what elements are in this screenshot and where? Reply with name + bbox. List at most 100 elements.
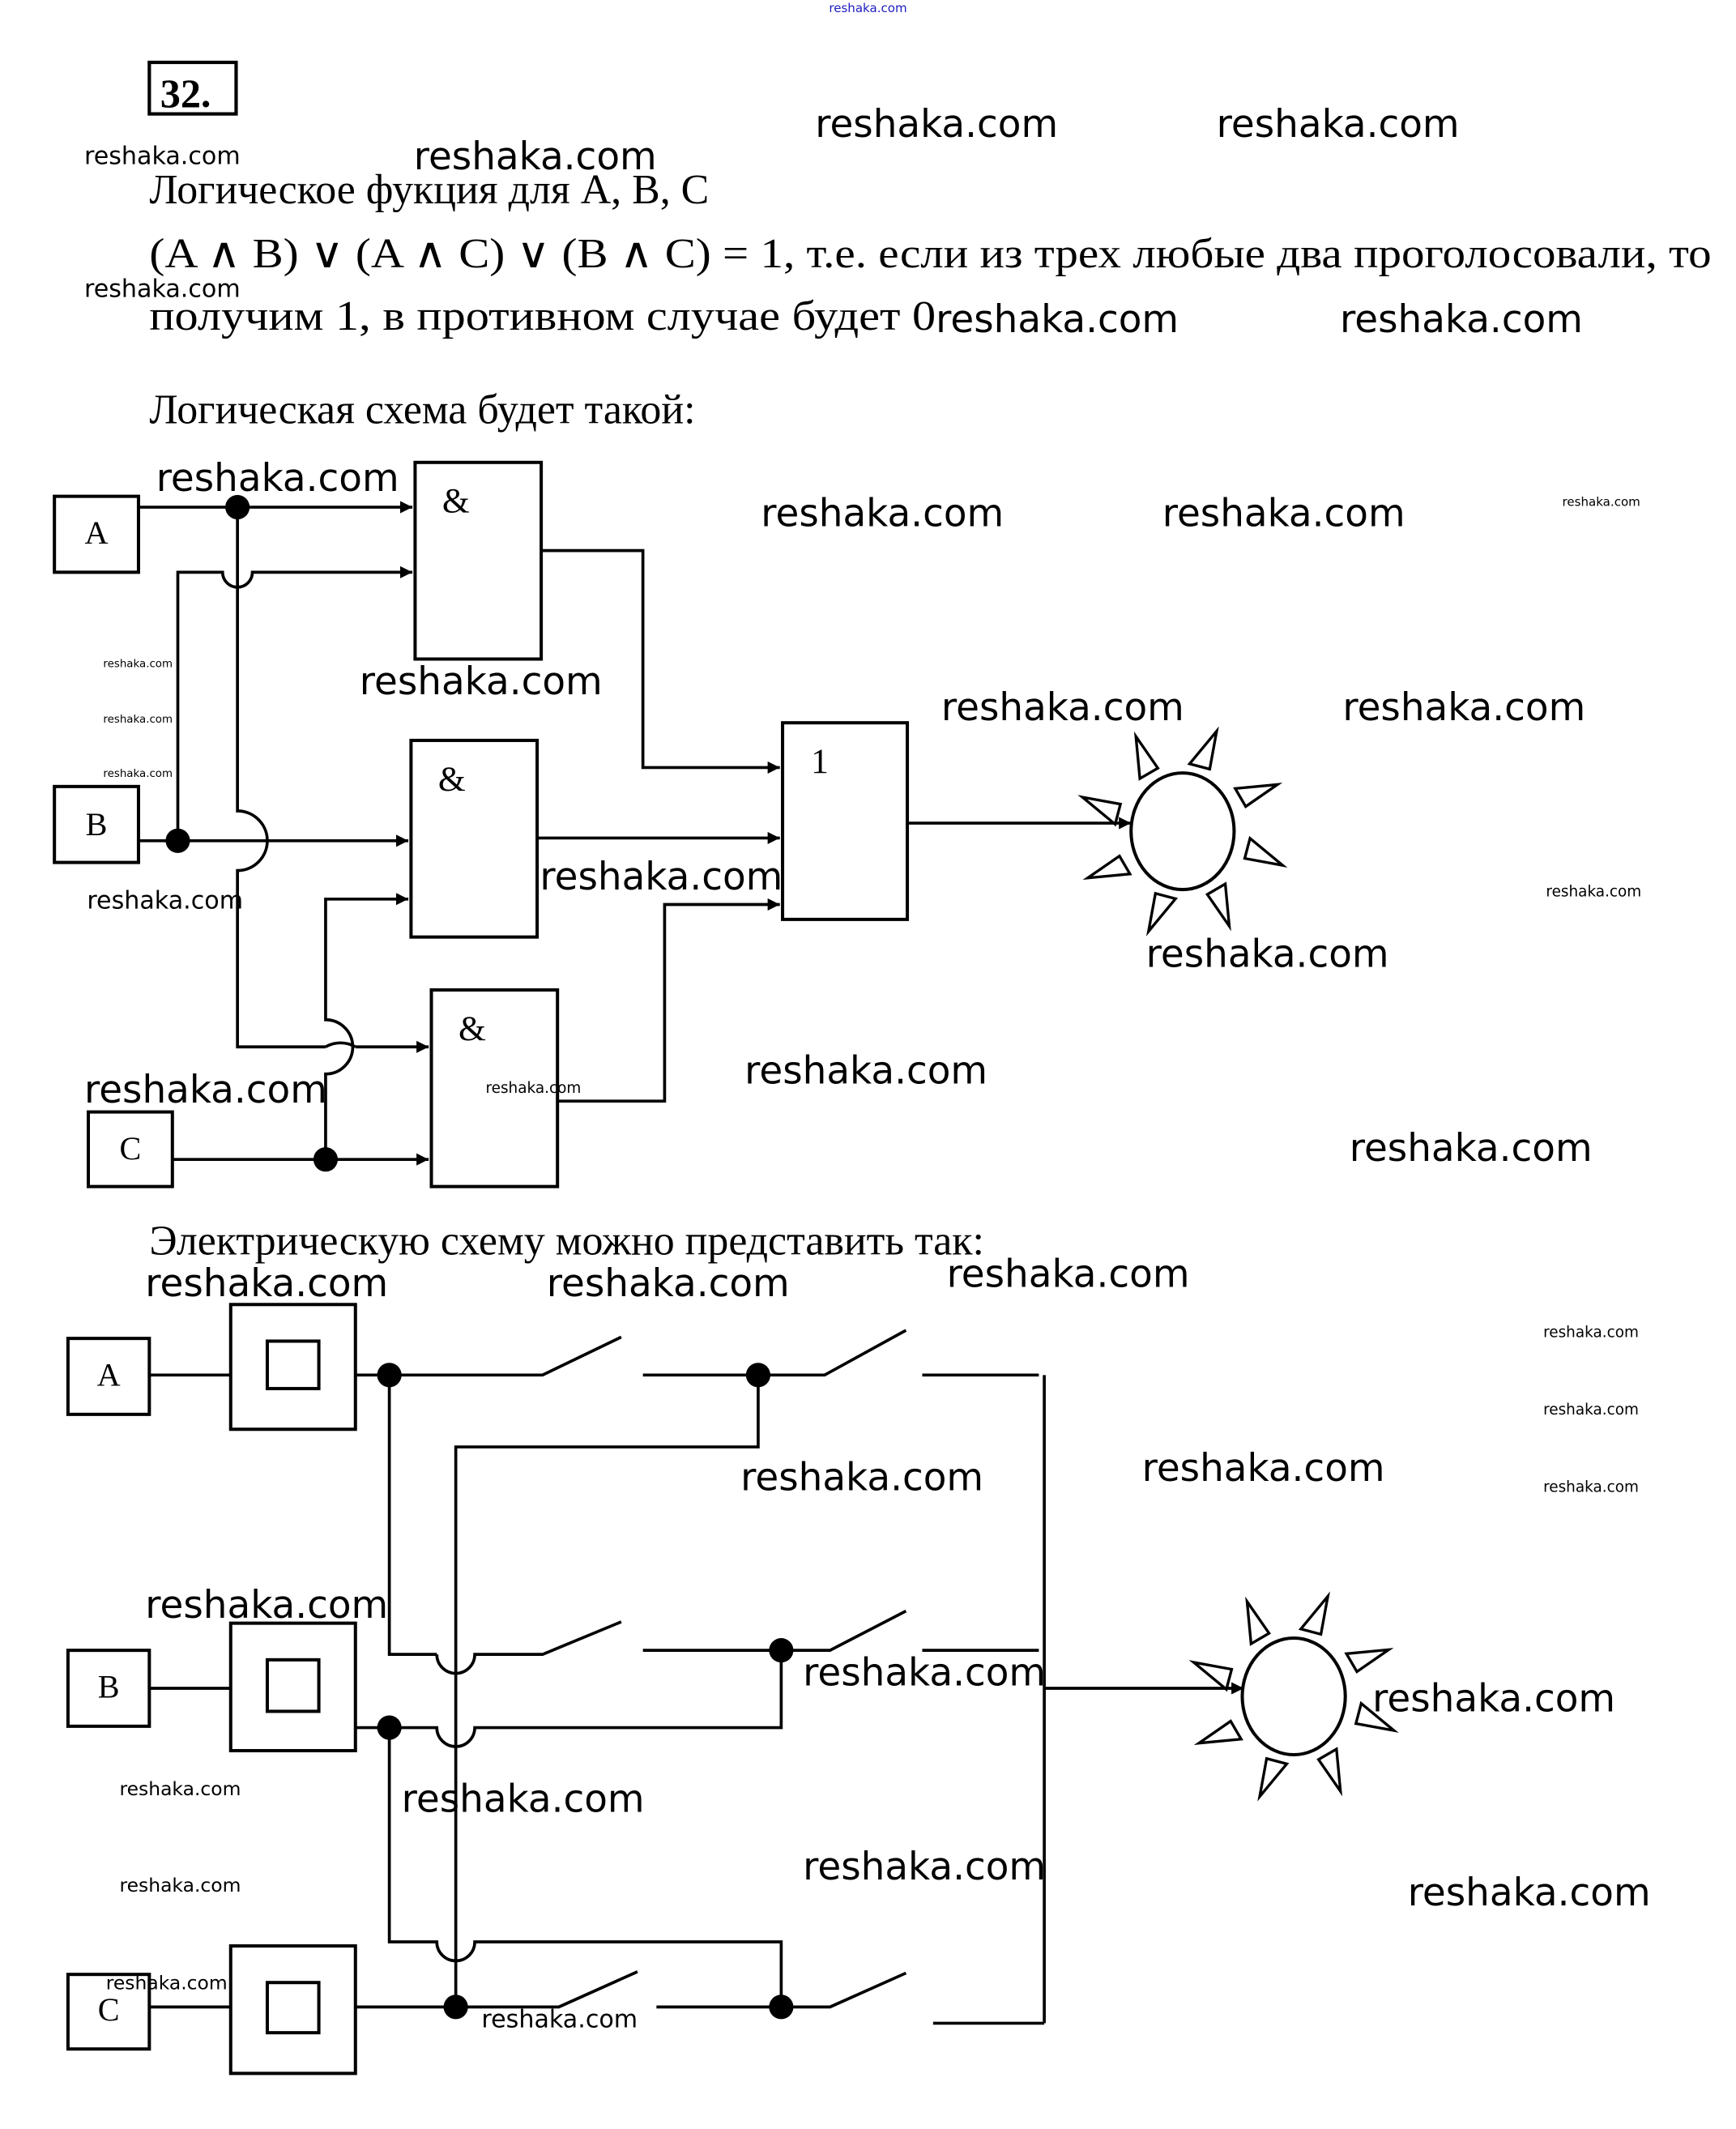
logic-input-a: A bbox=[53, 494, 140, 574]
junction-dot bbox=[769, 1638, 794, 1663]
problem-number: 32. bbox=[147, 60, 238, 116]
electric-input-c: C bbox=[66, 1973, 151, 2051]
logic-wires bbox=[138, 501, 1132, 1166]
watermark-text: reshaka.com bbox=[740, 1457, 983, 1500]
lamp-ray bbox=[1133, 731, 1160, 781]
watermark-text: reshaka.com bbox=[84, 143, 241, 171]
electric-input-c-label: C bbox=[98, 1991, 120, 2028]
lamp-ray bbox=[1193, 1719, 1243, 1745]
watermark-text: reshaka.com bbox=[744, 1049, 987, 1093]
logic-input-b: B bbox=[53, 784, 140, 864]
watermark-text: reshaka.com bbox=[761, 492, 1004, 535]
lamp-ray bbox=[1298, 1591, 1330, 1636]
logic-diagram: A B C & & & 1 bbox=[53, 460, 1288, 1188]
problem-number-text: 32. bbox=[160, 70, 211, 116]
and-gate-3: & bbox=[429, 988, 560, 1188]
watermark-text: reshaka.com bbox=[947, 1253, 1190, 1297]
watermark-text: reshaka.com bbox=[481, 2005, 638, 2033]
watermark-text: reshaka.com bbox=[145, 1584, 388, 1628]
watermark-text: reshaka.com bbox=[103, 659, 173, 671]
junction-dot bbox=[313, 1147, 339, 1172]
logic-heading: Логическая схема будет такой: bbox=[149, 386, 695, 433]
watermark-text: reshaka.com bbox=[1217, 103, 1460, 147]
watermark-text: reshaka.com bbox=[106, 1972, 228, 1995]
and-gate-3-label: & bbox=[459, 1009, 486, 1048]
junction-dot bbox=[165, 828, 190, 853]
text-line-1: Логическое фукция для A, B, C bbox=[149, 167, 709, 213]
watermark-text: reshaka.com bbox=[1142, 1447, 1385, 1491]
and-gate-1-label: & bbox=[442, 482, 470, 521]
problem-number-box bbox=[147, 60, 238, 116]
watermark-text: reshaka.com bbox=[145, 1262, 388, 1306]
watermark-text: reshaka.com bbox=[84, 275, 241, 304]
logic-input-b-label: B bbox=[86, 806, 108, 843]
watermark-text: reshaka.com bbox=[1340, 298, 1583, 342]
lamp-ray bbox=[1082, 854, 1132, 881]
electric-input-a: A bbox=[66, 1337, 151, 1416]
relay-b bbox=[228, 1621, 357, 1752]
or-gate-label: 1 bbox=[811, 742, 829, 781]
text-line-3: получим 1, в противном случае будет 0 bbox=[149, 293, 936, 339]
watermark-text: reshaka.com bbox=[402, 1777, 645, 1821]
lamp-ray bbox=[1257, 1756, 1290, 1802]
lamp-ray bbox=[1145, 891, 1179, 937]
top-watermark: reshaka.com bbox=[829, 1, 906, 15]
watermark-text: reshaka.com bbox=[103, 714, 173, 726]
watermark-text: reshaka.com bbox=[1408, 1871, 1651, 1915]
watermark-text: reshaka.com bbox=[103, 768, 173, 780]
watermark-text: reshaka.com bbox=[941, 686, 1184, 730]
watermark-text: reshaka.com bbox=[156, 457, 399, 501]
watermark-text: reshaka.com bbox=[1543, 1478, 1639, 1495]
lamp-ray bbox=[1344, 1648, 1394, 1674]
watermark-text: reshaka.com bbox=[1146, 932, 1389, 976]
watermark-text: reshaka.com bbox=[84, 1069, 327, 1112]
lamp-icon bbox=[1077, 726, 1288, 937]
watermark-text: reshaka.com bbox=[803, 1845, 1046, 1889]
junction-dot bbox=[377, 1715, 402, 1740]
watermark-text: reshaka.com bbox=[1342, 686, 1585, 730]
relay-c bbox=[228, 1944, 357, 2076]
watermark-text: reshaka.com bbox=[1563, 494, 1640, 509]
lamp-ray bbox=[1354, 1700, 1399, 1733]
lamp-ray bbox=[1243, 835, 1288, 868]
lamp-ray bbox=[1187, 726, 1219, 771]
lamp-ray bbox=[1245, 1596, 1271, 1646]
junction-dot bbox=[745, 1363, 770, 1388]
lamp-icon bbox=[1188, 1591, 1399, 1802]
logic-input-c: C bbox=[87, 1110, 174, 1188]
electric-input-b: B bbox=[66, 1649, 151, 1728]
and-gate-2: & bbox=[409, 738, 540, 939]
watermark-text: reshaka.com bbox=[803, 1652, 1046, 1696]
or-gate: 1 bbox=[781, 721, 910, 921]
logic-input-c-label: C bbox=[120, 1130, 142, 1167]
junction-dot bbox=[769, 1995, 794, 2020]
lamp-ray bbox=[1205, 881, 1231, 932]
lamp-ray bbox=[1233, 783, 1283, 809]
watermark-text: reshaka.com bbox=[1543, 1402, 1639, 1419]
lamp-ray bbox=[1077, 795, 1123, 827]
watermark-text: reshaka.com bbox=[815, 103, 1058, 147]
relay-a bbox=[228, 1303, 357, 1431]
electric-input-a-label: A bbox=[97, 1357, 121, 1393]
lamp-ray bbox=[1316, 1747, 1343, 1797]
watermark-text: reshaka.com bbox=[360, 660, 603, 704]
watermark-text: reshaka.com bbox=[547, 1262, 790, 1306]
watermark-text: reshaka.com bbox=[87, 887, 243, 915]
electric-wires bbox=[149, 1329, 1244, 2025]
watermark-text: reshaka.com bbox=[1543, 1324, 1639, 1341]
electric-input-b-label: B bbox=[98, 1669, 120, 1705]
and-gate-1: & bbox=[413, 460, 544, 661]
watermark-text: reshaka.com bbox=[1546, 883, 1641, 900]
watermark-text: reshaka.com bbox=[1162, 492, 1405, 535]
watermarks: reshaka.com reshaka.com reshaka.com reshaka… bbox=[84, 103, 1651, 2033]
watermark-text: reshaka.com bbox=[1372, 1677, 1615, 1721]
junction-dot bbox=[443, 1995, 468, 2020]
junction-dot bbox=[225, 494, 250, 520]
lamp-ray bbox=[1188, 1660, 1234, 1692]
watermark-text: reshaka.com bbox=[120, 1777, 241, 1800]
watermark-text: reshaka.com bbox=[414, 135, 657, 179]
watermark-text: reshaka.com bbox=[485, 1080, 581, 1097]
electric-heading: Электрическую схему можно представить та… bbox=[149, 1218, 984, 1264]
watermark-text: reshaka.com bbox=[120, 1874, 241, 1896]
